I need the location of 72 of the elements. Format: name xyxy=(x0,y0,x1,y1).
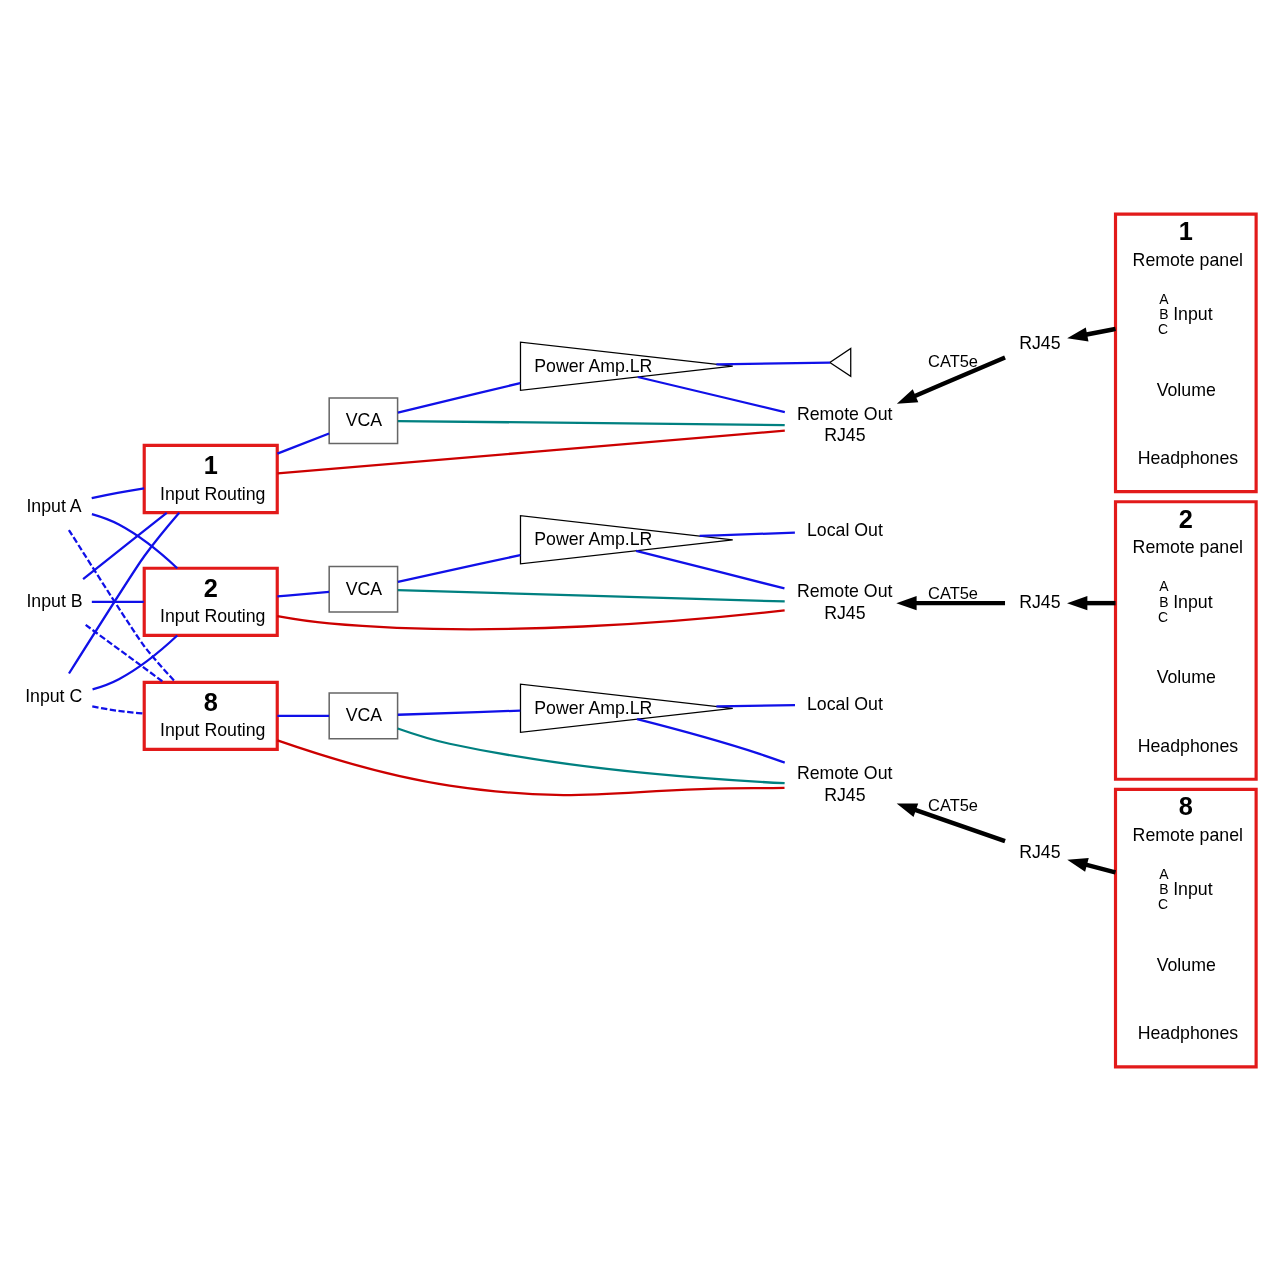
connector xyxy=(397,726,785,784)
node-text: Headphones xyxy=(1137,735,1239,756)
node-label: A xyxy=(1159,290,1169,307)
node-text: Input xyxy=(1173,591,1213,612)
node-text: Headphones xyxy=(1137,1022,1239,1043)
connector xyxy=(636,717,786,764)
connector xyxy=(699,530,795,537)
connector xyxy=(92,634,179,690)
node-label: C xyxy=(1157,320,1169,337)
node-box: VCA xyxy=(328,691,399,739)
connector xyxy=(68,511,181,674)
connector xyxy=(277,738,785,796)
edge-label: CAT5e xyxy=(928,351,979,370)
connector xyxy=(91,600,144,603)
connector xyxy=(397,381,521,414)
node-text: Input C xyxy=(25,685,83,706)
node-chevron xyxy=(828,346,852,378)
arrow xyxy=(1067,595,1116,610)
edge-label: CAT5e xyxy=(928,795,979,814)
node-label: C xyxy=(1157,895,1169,912)
connector xyxy=(716,360,830,365)
node-text: Local Out xyxy=(807,519,883,540)
node-text: Remote Out RJ45 xyxy=(796,580,893,623)
arrow xyxy=(896,802,1006,843)
connector xyxy=(397,553,521,583)
node-label: A xyxy=(1159,577,1169,594)
arrow xyxy=(1067,857,1117,875)
node-label: B xyxy=(1159,880,1169,897)
connector xyxy=(277,431,330,455)
arrow xyxy=(896,355,1006,404)
connector xyxy=(277,590,330,597)
node-text: Local Out xyxy=(807,693,883,714)
connector xyxy=(82,511,168,580)
node-box: 8 Input Routing xyxy=(142,680,279,751)
node-label: B xyxy=(1159,593,1169,610)
connector xyxy=(397,709,521,716)
arrow xyxy=(1067,326,1116,341)
connector xyxy=(397,419,785,426)
connector xyxy=(91,486,145,499)
connector xyxy=(92,704,145,715)
node-box: VCA xyxy=(328,396,399,444)
node-box: 1 Input Routing xyxy=(142,443,279,514)
node-box: VCA xyxy=(328,565,399,613)
node-text: Input A xyxy=(26,495,82,516)
node-text: Input B xyxy=(26,590,83,611)
connector xyxy=(67,528,177,683)
connector xyxy=(277,608,785,630)
edge-label: CAT5e xyxy=(928,583,979,602)
node-text: Remote Out RJ45 xyxy=(796,762,893,805)
node-text: RJ45 xyxy=(1019,332,1061,353)
connector xyxy=(716,703,795,708)
connector xyxy=(277,429,785,475)
connector xyxy=(91,512,179,569)
node-text: Remote Out RJ45 xyxy=(796,403,893,445)
node-text: Input xyxy=(1173,303,1213,324)
node-label: B xyxy=(1159,305,1169,322)
connector xyxy=(85,623,165,683)
node-text: Headphones xyxy=(1137,447,1239,468)
node-text: Volume xyxy=(1156,666,1216,687)
connector xyxy=(397,588,785,603)
node-label: A xyxy=(1159,865,1169,882)
arrow xyxy=(896,595,1006,610)
connector xyxy=(277,714,330,717)
connector xyxy=(637,375,786,413)
connector xyxy=(635,549,785,590)
node-text: Volume xyxy=(1156,379,1216,400)
node-label: C xyxy=(1157,608,1169,625)
node-text: RJ45 xyxy=(1019,591,1061,612)
node-text: Volume xyxy=(1156,954,1216,975)
node-text: RJ45 xyxy=(1019,841,1061,862)
node-text: Input xyxy=(1173,878,1213,899)
node-box: 2 Input Routing xyxy=(142,566,279,637)
